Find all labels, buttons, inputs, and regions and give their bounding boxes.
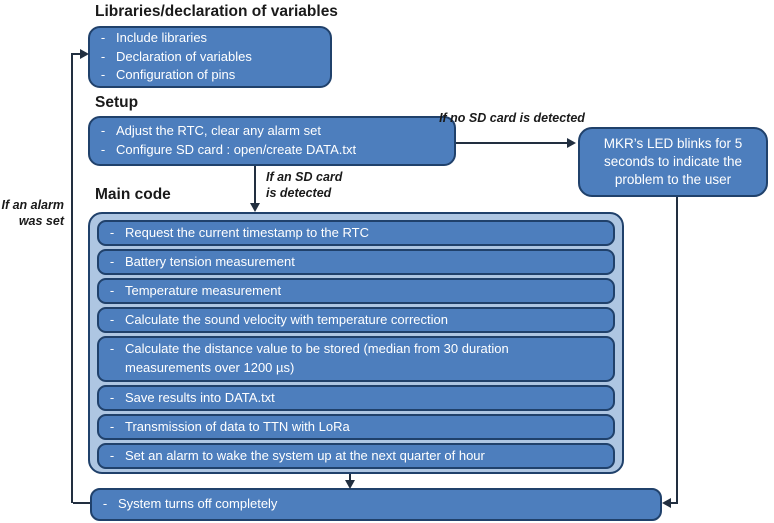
main-code-container: - Request the current timestamp to the R… [88,212,624,474]
main-step-row: - Calculate the distance value to be sto… [97,336,615,382]
step-text: Set an alarm to wake the system up at th… [125,447,485,463]
bullet-dash: - [109,282,115,298]
label-alarm-line1: If an alarm [1,198,64,212]
list-item: - System turns off completely [92,495,652,514]
step-text: Temperature measurement [125,282,282,298]
bullet-dash: - [109,341,115,357]
connector-mkr-horizontal [671,502,678,504]
step-text: System turns off completely [118,496,278,512]
bullet-dash: - [109,389,115,405]
heading-libraries: Libraries/declaration of variables [95,3,338,20]
label-sd-card: If an SD card is detected [266,169,342,202]
main-step-row: - Request the current timestamp to the R… [97,220,615,246]
bullet-dash: - [109,224,115,240]
list-item: - Declaration of variables [90,48,322,67]
main-step-row: - Calculate the sound velocity with temp… [97,307,615,333]
bullet-dash: - [102,496,108,512]
libraries-box: - Include libraries - Declaration of var… [88,26,332,88]
bullet-dash: - [109,447,115,463]
list-item: - Configure SD card : open/create DATA.t… [90,141,446,160]
step-text: Configuration of pins [116,67,236,83]
step-text: Battery tension measurement [125,253,295,269]
step-text: Save results into DATA.txt [125,389,275,405]
connector-main-to-system [349,474,351,482]
main-step-row: - Transmission of data to TTN with LoRa [97,414,615,440]
step-text: Transmission of data to TTN with LoRa [125,418,350,434]
bullet-dash: - [100,67,106,83]
arrowhead-into-system-right-icon [662,498,671,508]
heading-setup: Setup [95,94,139,111]
arrowhead-into-mkr-icon [567,138,576,148]
connector-no-sd-horizontal [456,142,568,144]
step-text: Request the current timestamp to the RTC [125,224,369,240]
connector-left-feedback-top [73,53,82,55]
main-step-row: - Temperature measurement [97,278,615,304]
bullet-dash: - [109,253,115,269]
arrowhead-into-main-icon [250,203,260,212]
connector-left-feedback-bottom [73,502,90,504]
heading-main-code: Main code [95,186,171,203]
main-step-row: - Set an alarm to wake the system up at … [97,443,615,469]
setup-box: - Adjust the RTC, clear any alarm set - … [88,116,456,166]
connector-sd-vertical [254,166,256,204]
bullet-dash: - [109,311,115,327]
connector-mkr-vertical [676,197,678,504]
list-item: - Adjust the RTC, clear any alarm set [90,122,446,141]
step-text: Include libraries [116,29,208,45]
step-text: Configure SD card : open/create DATA.txt [116,142,357,157]
arrowhead-into-libraries-icon [80,49,89,59]
step-text: Adjust the RTC, clear any alarm set [116,123,321,139]
label-no-sd-card: If no SD card is detected [439,111,585,125]
bullet-dash: - [109,418,115,434]
list-item: - Include libraries [90,29,322,48]
mkr-led-text: MKR’s LED blinks for 5 seconds to indica… [603,135,743,188]
label-alarm-set: If an alarm was set [0,197,64,230]
arrowhead-into-system-icon [345,480,355,489]
label-alarm-line2: was set [18,214,64,229]
label-sd-card-line1: If an SD card [266,170,343,184]
step-text: Calculate the distance value to be store… [125,341,509,375]
bullet-dash: - [100,48,106,64]
main-step-row: - Battery tension measurement [97,249,615,275]
connector-left-feedback-vertical [71,53,73,503]
list-item: - Configuration of pins [90,66,322,85]
bullet-dash: - [100,142,106,157]
system-off-box: - System turns off completely [90,488,662,521]
step-text: Calculate the sound velocity with temper… [125,311,448,327]
bullet-dash: - [100,29,106,45]
step-text: Declaration of variables [116,48,252,64]
mkr-led-box: MKR’s LED blinks for 5 seconds to indica… [578,127,768,197]
bullet-dash: - [100,123,106,139]
main-step-row: - Save results into DATA.txt [97,385,615,411]
label-sd-card-line2: is detected [266,186,332,201]
